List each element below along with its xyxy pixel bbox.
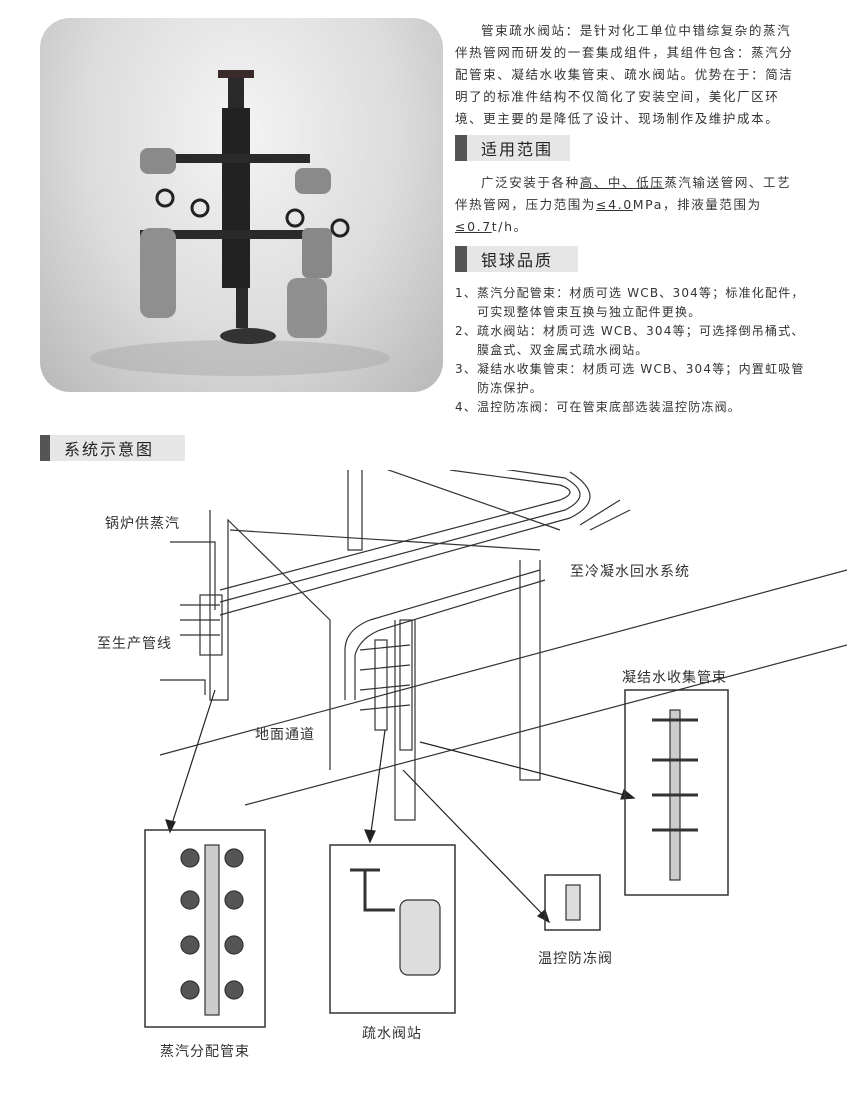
trap-station-assembly: [374, 639, 388, 731]
scope-text: 广泛安装于各种: [481, 175, 580, 190]
intro-paragraph: 管束疏水阀站：是针对化工单位中错综复杂的蒸汽伴热管网而研发的一套集成组件，其组件…: [455, 23, 794, 126]
quality-heading: 银球品质: [455, 246, 578, 272]
list-text: 蒸汽分配管束：材质可选 WCB、304等；标准化配件，可实现整体管束互换与独立配…: [477, 286, 805, 319]
list-text: 温控防冻阀：可在管束底部选装温控防冻阀。: [477, 400, 742, 414]
list-number: 2、: [455, 324, 478, 338]
steam-pipe: [219, 470, 591, 616]
list-item: 3、凝结水收集管束：材质可选 WCB、304等；内置虹吸管防冻保护。: [455, 360, 805, 398]
support-frame: [394, 620, 416, 821]
ground-line: [244, 644, 847, 806]
branch-pipe: [180, 604, 220, 636]
quality-heading-text: 银球品质: [481, 251, 554, 270]
list-number: 4、: [455, 400, 478, 414]
steam-manifold: [204, 844, 220, 1016]
list-item: 2、疏水阀站：材质可选 WCB、304等；可选择倒吊桶式、膜盒式、双金属式疏水阀…: [455, 322, 805, 360]
trap-body: [399, 899, 441, 976]
system-heading: 系统示意图: [40, 435, 185, 461]
label-ground-passage: 地面通道: [255, 727, 315, 743]
boiler-pipe: [170, 541, 216, 610]
manifold-valves: [180, 848, 244, 1000]
list-text: 疏水阀站：材质可选 WCB、304等；可选择倒吊桶式、膜盒式、双金属式疏水阀站。: [477, 324, 805, 357]
valve-assembly: [160, 679, 206, 695]
scope-paragraph: 广泛安装于各种高、中、低压蒸汽输送管网、工艺伴热管网，压力范围为≤4.0MPa，…: [455, 172, 805, 238]
label-trap-station: 疏水阀站: [362, 1026, 422, 1042]
scope-pressure-value: ≤4.0: [596, 197, 633, 212]
condensate-branches: [652, 718, 698, 832]
list-number: 1、: [455, 286, 478, 300]
scope-heading: 适用范围: [455, 135, 570, 161]
list-number: 3、: [455, 362, 478, 376]
trap-station-box: [329, 844, 456, 1014]
trap-valve: [350, 868, 395, 912]
label-to-production: 至生产管线: [97, 636, 172, 652]
system-heading-text: 系统示意图: [64, 440, 155, 459]
trap-pipe: [359, 644, 411, 711]
label-to-condensate-return: 至冷凝水回水系统: [570, 564, 690, 580]
steam-manifold-box: [144, 829, 266, 1028]
distribution-assembly: [199, 594, 223, 656]
scope-text: MPa，排液量范围为: [632, 197, 762, 212]
quality-list: 1、蒸汽分配管束：材质可选 WCB、304等；标准化配件，可实现整体管束互换与独…: [455, 284, 805, 417]
support-frame: [347, 470, 411, 551]
scope-text: 蒸汽输送管网、工艺伴热管网，压力范围为: [455, 175, 792, 212]
label-steam-manifold: 蒸汽分配管束: [160, 1044, 250, 1060]
label-condensate-manifold: 凝结水收集管束: [622, 670, 727, 686]
label-antifreeze-valve: 温控防冻阀: [538, 951, 613, 967]
tracer-pipe: [344, 569, 546, 700]
condensate-assembly: [399, 619, 413, 751]
scope-flow-value: ≤0.7: [455, 219, 492, 234]
scope-text: t/h。: [491, 219, 528, 234]
list-item: 4、温控防冻阀：可在管束底部选装温控防冻阀。: [455, 398, 805, 417]
antifreeze-valve: [565, 884, 581, 921]
support-frame: [229, 470, 561, 551]
product-photo: [40, 18, 443, 392]
condensate-manifold-box: [624, 689, 729, 896]
antifreeze-valve-box: [544, 874, 601, 931]
scope-heading-text: 适用范围: [481, 140, 554, 159]
scope-pressure-levels: 高、中、低压: [579, 175, 665, 190]
list-text: 凝结水收集管束：材质可选 WCB、304等；内置虹吸管防冻保护。: [477, 362, 805, 395]
pointer-arrows: [165, 689, 636, 924]
support-frame: [209, 510, 331, 770]
return-pipe: [579, 499, 631, 531]
label-boiler-steam: 锅炉供蒸汽: [105, 516, 180, 532]
ground-line: [159, 569, 847, 756]
list-item: 1、蒸汽分配管束：材质可选 WCB、304等；标准化配件，可实现整体管束互换与独…: [455, 284, 805, 322]
support-frame: [519, 560, 541, 781]
system-diagram: [144, 470, 847, 1028]
